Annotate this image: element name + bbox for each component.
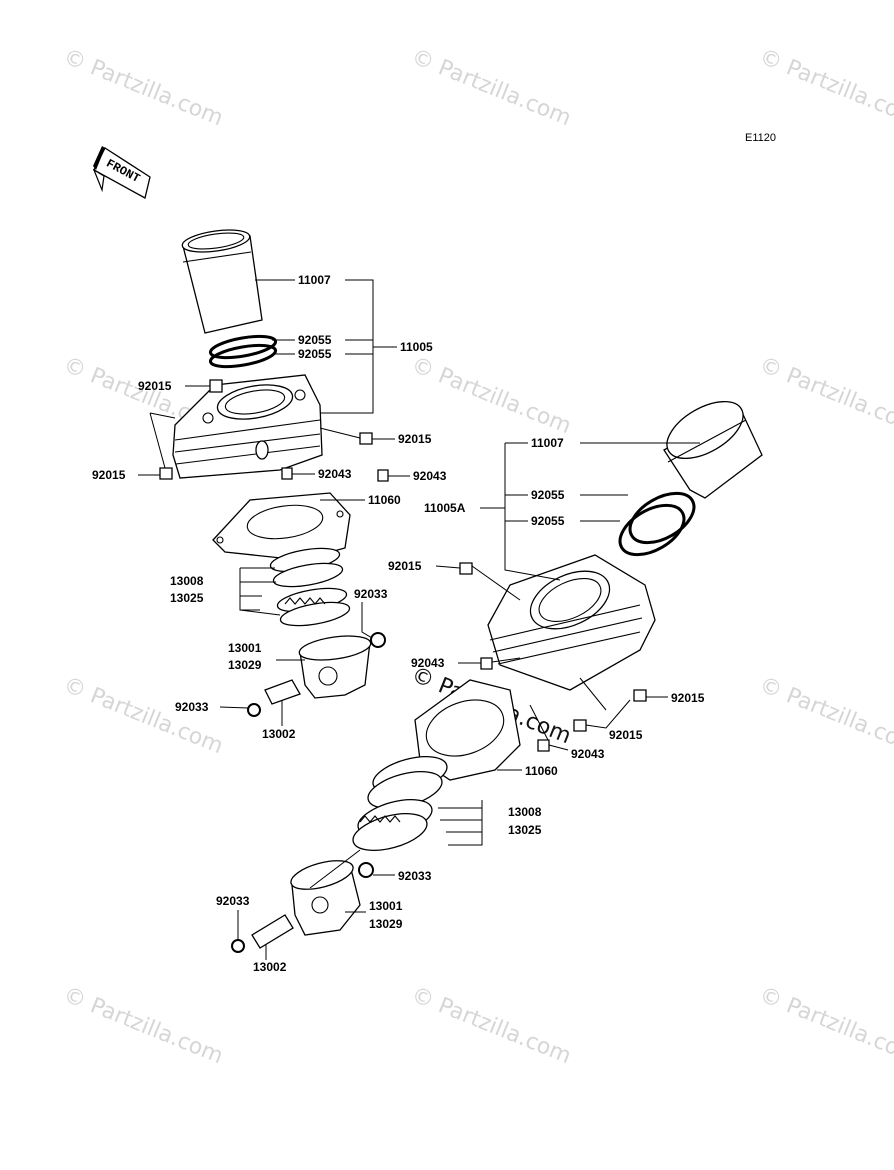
- callout-92033: 92033: [175, 700, 209, 714]
- callout-11005a: 11005A: [424, 501, 466, 515]
- front-arrow-icon: FRONT: [92, 146, 151, 199]
- bolt: [159, 467, 173, 480]
- callout-92015: 92015: [671, 691, 705, 705]
- callout-92055: 92055: [298, 333, 332, 347]
- watermark: © Partzilla.com: [756, 982, 894, 1069]
- cylinder-block: [487, 554, 656, 691]
- bolt: [633, 689, 647, 702]
- callout-13008: 13008: [508, 805, 542, 819]
- piston-pin: [264, 679, 301, 705]
- piston-ring-set: [352, 756, 448, 851]
- watermark: © Partzilla.com: [408, 352, 575, 439]
- callout-92043: 92043: [318, 467, 352, 481]
- callout-92015: 92015: [388, 559, 422, 573]
- dowel: [480, 657, 493, 670]
- upper-leaders: [138, 279, 410, 726]
- circlip: [247, 703, 261, 717]
- callout-92055: 92055: [531, 514, 565, 528]
- cylinder-sleeve: [181, 229, 263, 334]
- callout-92015: 92015: [138, 379, 172, 393]
- dowel: [377, 469, 389, 482]
- circlip: [370, 632, 386, 648]
- watermark: © Partzilla.com: [60, 672, 227, 759]
- diagram-code: E1120: [745, 132, 776, 144]
- bolt: [459, 562, 473, 575]
- callout-92015: 92015: [92, 468, 126, 482]
- o-ring: [628, 491, 696, 545]
- callout-13002: 13002: [262, 727, 296, 741]
- callout-92055: 92055: [531, 488, 565, 502]
- watermark: © Partzilla.com: [756, 352, 894, 439]
- watermark: © Partzilla.com: [756, 672, 894, 759]
- bolt: [573, 719, 587, 732]
- callout-13029: 13029: [369, 917, 403, 931]
- callout-92033: 92033: [354, 587, 388, 601]
- upper-cylinder-assembly: [159, 229, 389, 717]
- callout-92033: 92033: [216, 894, 250, 908]
- piston: [298, 635, 372, 699]
- cylinder-sleeve: [663, 400, 763, 499]
- watermark: © Partzilla.com: [60, 44, 227, 131]
- callout-13001: 13001: [369, 899, 403, 913]
- piston-ring-set: [269, 547, 351, 627]
- dowel: [281, 467, 293, 480]
- lower-cylinder-assembly: [231, 400, 763, 953]
- lower-leaders: [237, 442, 700, 960]
- watermark: © Partzilla.com: [408, 982, 575, 1069]
- watermark: © Partzilla.com: [408, 44, 575, 131]
- circlip: [358, 862, 374, 878]
- o-ring: [618, 503, 686, 557]
- callout-13025: 13025: [170, 591, 204, 605]
- callout-92043: 92043: [571, 747, 605, 761]
- watermark: © Partzilla.com: [60, 982, 227, 1069]
- callout-11005: 11005: [400, 340, 433, 354]
- callout-13008: 13008: [170, 574, 204, 588]
- piston: [290, 860, 361, 936]
- callout-92043: 92043: [413, 469, 447, 483]
- circlip: [231, 939, 245, 953]
- watermark: © Partzilla.com: [756, 44, 894, 131]
- watermarks: © Partzilla.com © Partzilla.com © Partzi…: [60, 44, 894, 1069]
- callout-92055: 92055: [298, 347, 332, 361]
- callout-13025: 13025: [508, 823, 542, 837]
- callout-92015: 92015: [398, 432, 432, 446]
- callout-92015: 92015: [609, 728, 643, 742]
- callout-92043: 92043: [411, 656, 445, 670]
- bolt: [359, 432, 373, 445]
- o-ring: [208, 343, 278, 369]
- callout-13002: 13002: [253, 960, 287, 974]
- piston-pin: [251, 914, 294, 949]
- callout-11007: 11007: [531, 436, 564, 450]
- callout-11007: 11007: [298, 273, 331, 287]
- callout-92033: 92033: [398, 869, 432, 883]
- gasket: [212, 492, 351, 561]
- callout-13029: 13029: [228, 658, 262, 672]
- bolt: [209, 379, 223, 393]
- dowel: [537, 739, 550, 752]
- callout-11060: 11060: [368, 493, 401, 507]
- callout-11060: 11060: [525, 764, 558, 778]
- callout-13001: 13001: [228, 641, 262, 655]
- o-ring: [208, 334, 278, 360]
- cylinder-block: [172, 374, 323, 479]
